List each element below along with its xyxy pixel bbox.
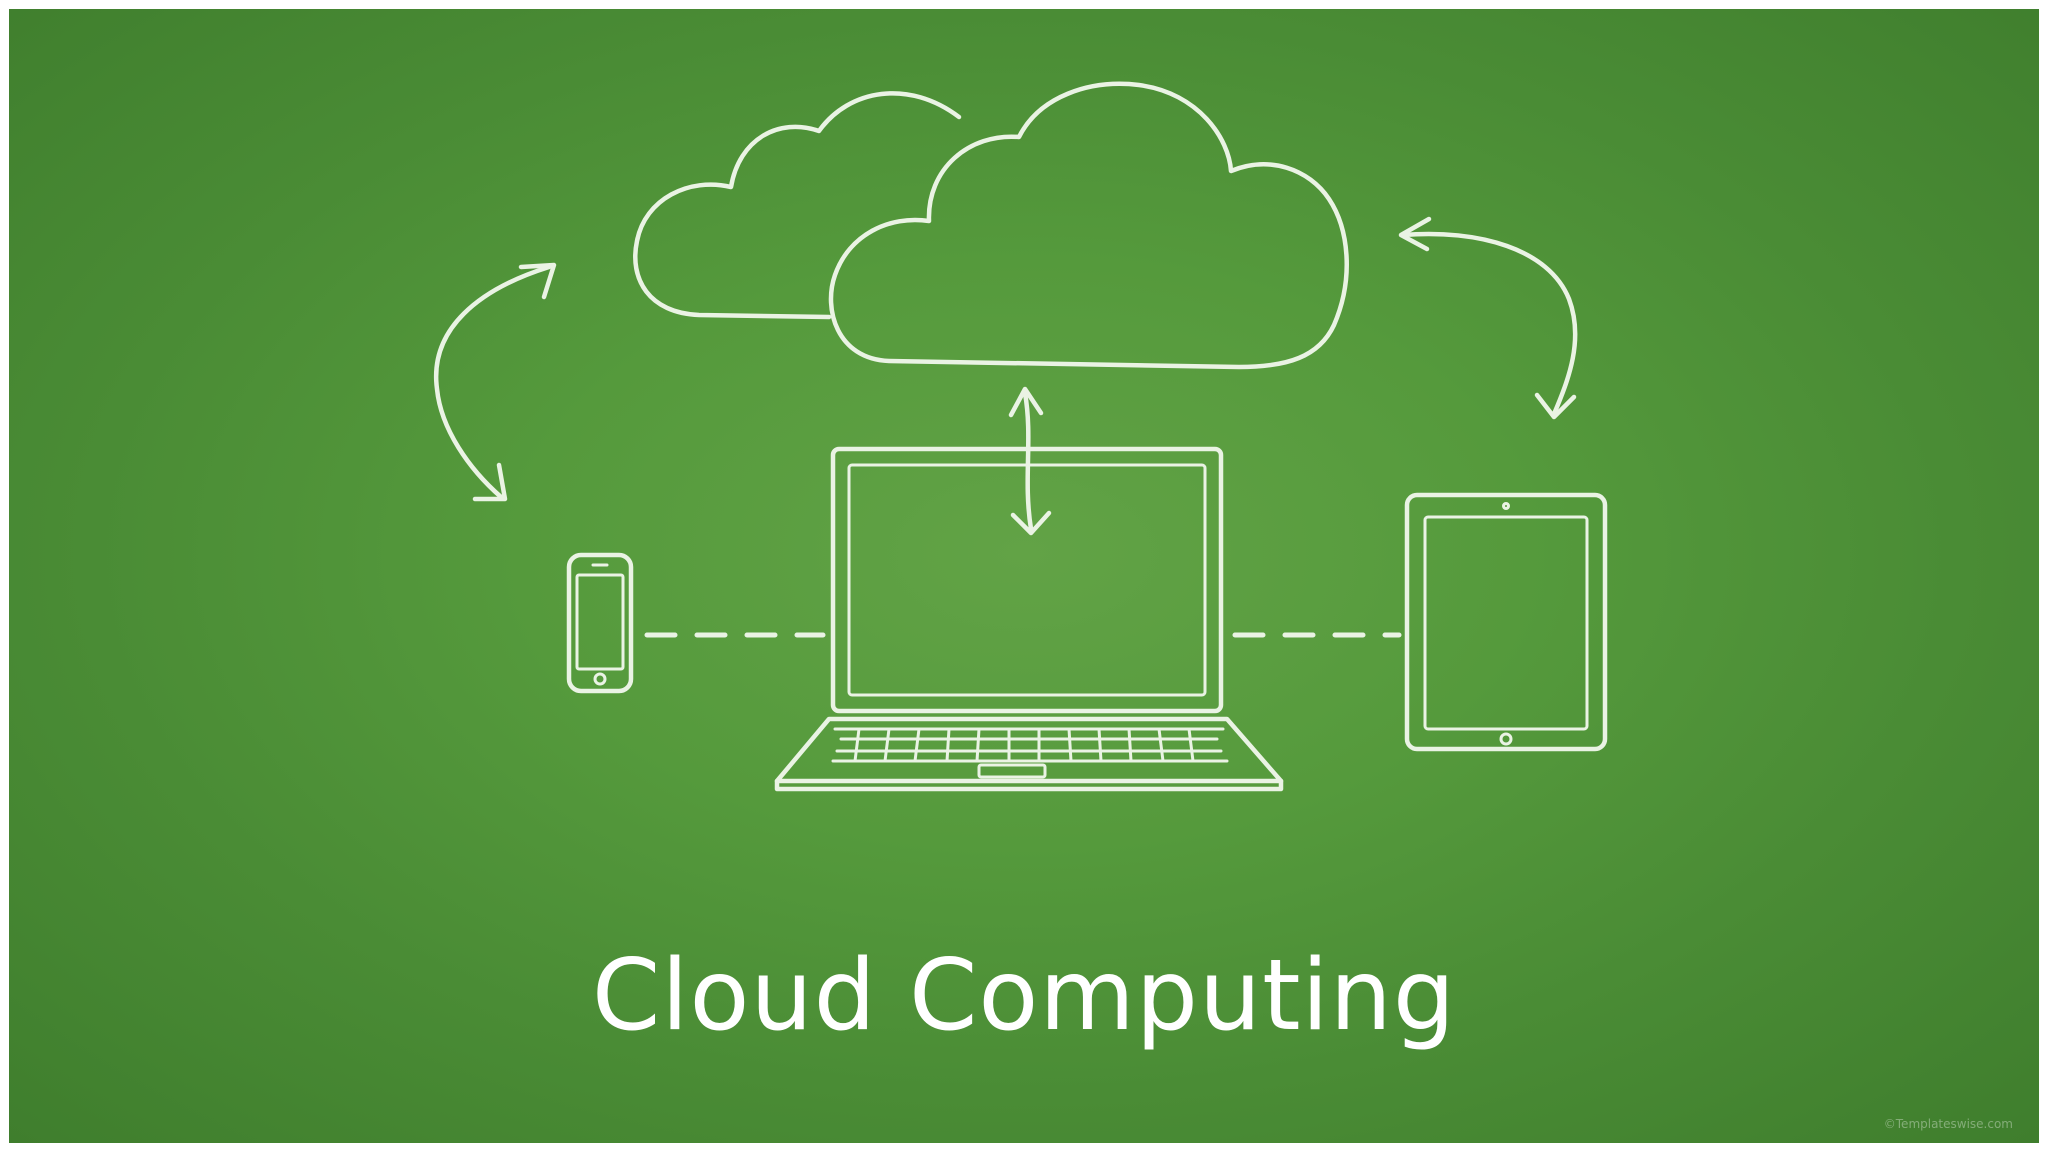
smartphone-icon xyxy=(566,552,634,694)
slide-title: Cloud Computing xyxy=(591,939,1457,1053)
watermark: ©Templateswise.com xyxy=(1883,1117,2013,1131)
back-cloud-icon xyxy=(633,91,962,320)
cloud-computing-illustration xyxy=(433,81,1608,792)
vertical-double-arrow-icon xyxy=(1008,386,1052,536)
front-cloud-icon xyxy=(828,81,1349,370)
laptop-icon xyxy=(774,446,1284,792)
slide: Cloud Computing ©Templateswise.com xyxy=(9,9,2039,1143)
tablet-icon xyxy=(1404,492,1608,752)
right-double-arrow-icon xyxy=(1398,216,1578,420)
left-double-arrow-icon xyxy=(433,262,557,502)
